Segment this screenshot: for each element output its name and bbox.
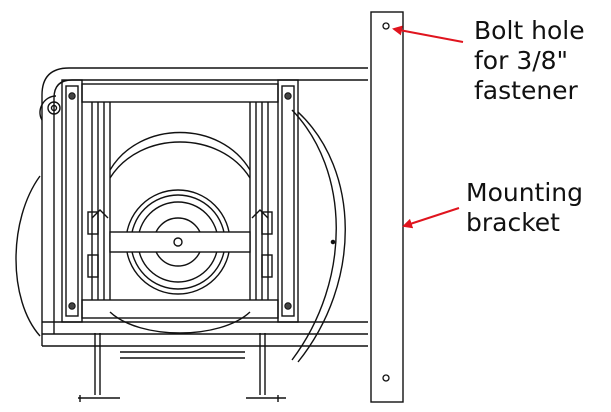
- bolt-hole-label-line2: for 3/8": [474, 46, 569, 75]
- bolt-hole-callout: Bolt hole for 3/8" fastener: [474, 16, 585, 106]
- screw-icon: [284, 92, 292, 100]
- mounting-bracket-callout: Mounting bracket: [466, 178, 583, 238]
- screw-icon: [284, 302, 292, 310]
- reel-disc-right-edge: [291, 109, 337, 361]
- reel-disc-right-edge-outer: [297, 111, 346, 363]
- mounting-bracket-label-line1: Mounting: [466, 178, 584, 207]
- right-plate: [277, 79, 299, 323]
- left-plate: [61, 79, 83, 323]
- outer-frame: [41, 67, 368, 334]
- stand-legs: [78, 333, 286, 402]
- swivel: [39, 95, 57, 121]
- outer-frame-inner: [53, 79, 368, 334]
- bolt-hole-icon: [382, 22, 390, 30]
- top-crossbar: [81, 83, 279, 103]
- arrow-icon: [392, 25, 464, 43]
- bolt-hole-label-line1: Bolt hole: [474, 16, 585, 45]
- arrow-icon: [402, 207, 460, 229]
- drum-arc-top: [109, 131, 251, 171]
- mounting-bracket-label-line2: bracket: [466, 208, 560, 237]
- screws: [68, 92, 292, 310]
- inner-rails: [91, 102, 269, 300]
- mounting-bracket-plate: [370, 11, 404, 403]
- bolt-hole-label-line3: fastener: [474, 76, 578, 105]
- bolt-hole-icon: [382, 374, 390, 382]
- screw-icon: [68, 302, 76, 310]
- drum-arc-bottom: [109, 311, 251, 334]
- screw-icon: [68, 92, 76, 100]
- reel-disc: [15, 175, 41, 337]
- bottom-crossbar: [81, 299, 279, 319]
